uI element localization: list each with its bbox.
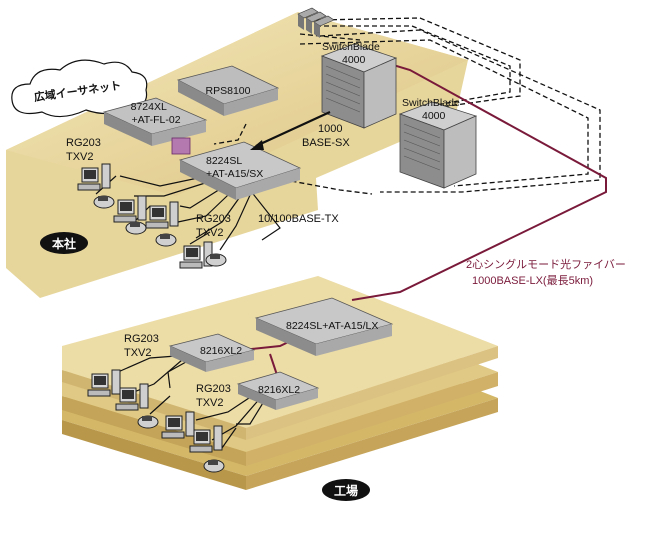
switchblade-4000-2: SwitchBlade 4000 <box>400 97 476 188</box>
workstation-icon <box>116 384 148 410</box>
fiber-label-line2: 1000BASE-LX(最長5km) <box>472 274 593 287</box>
fiber-module-icon <box>172 138 190 154</box>
switch-8216xl2-2-label: 8216XL2 <box>258 384 300 396</box>
ip-phone-icon <box>206 254 226 266</box>
factory-site-label: 工場 <box>334 483 358 498</box>
switchblade-4000-1: SwitchBlade 4000 <box>322 41 396 128</box>
rps8100-label: RPS8100 <box>206 85 251 97</box>
link-10-100-label: 10/100BASE-TX <box>258 213 339 225</box>
workstation-icon <box>88 370 120 396</box>
ip-phone-icon <box>138 416 158 428</box>
switch-8724xl-line1: 8724XL <box>131 101 167 113</box>
hq-site-label: 本社 <box>52 236 76 251</box>
switch-8216xl2-1-label: 8216XL2 <box>200 345 242 357</box>
ip-phone-icon <box>204 460 224 472</box>
ip-phone-icon <box>126 222 146 234</box>
workstation-icon <box>146 202 178 228</box>
switch-8724xl-line2: +AT-FL-02 <box>131 114 180 126</box>
hq-site-badge: 本社 <box>40 232 88 254</box>
workstation-icon <box>180 242 212 268</box>
switch-8224sl-lx-label: 8224SL+AT-A15/LX <box>286 320 378 332</box>
workstation-icon <box>78 164 110 190</box>
workstation-icon <box>114 196 146 222</box>
workstation-icon <box>162 412 194 438</box>
workstation-icon <box>190 426 222 452</box>
ip-phone-icon <box>94 196 114 208</box>
ip-phone-icon <box>156 234 176 246</box>
fiber-label-line1: 2心シングルモード光ファイバー <box>466 257 626 271</box>
factory-site-badge: 工場 <box>322 479 370 501</box>
